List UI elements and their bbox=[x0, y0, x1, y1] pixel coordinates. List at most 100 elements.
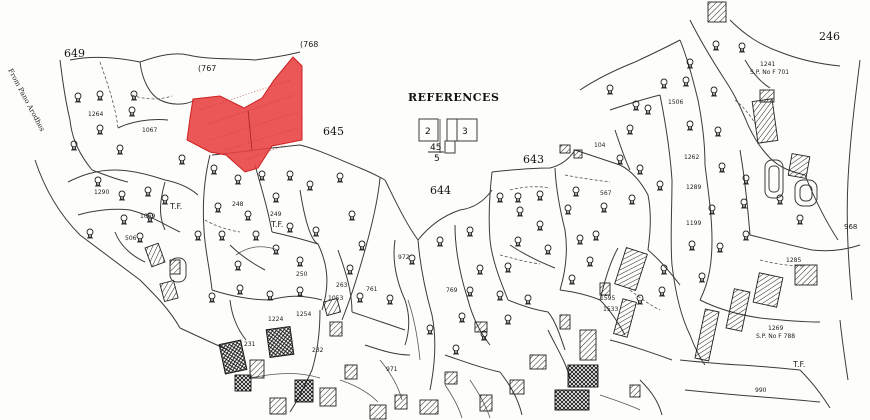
building bbox=[567, 364, 599, 388]
building bbox=[794, 264, 818, 286]
tree-symbol-icon bbox=[70, 140, 78, 151]
building bbox=[144, 242, 166, 268]
references-title: REFERENCES bbox=[408, 91, 499, 104]
references-cell-left: 2 bbox=[425, 127, 431, 137]
tree-symbol-icon bbox=[306, 180, 314, 191]
highlighted-parcel-texture bbox=[199, 79, 299, 161]
parcel-number: 968 bbox=[844, 223, 857, 231]
map-labels: From Pano Arodhes 649 (767 (768 645 644 … bbox=[6, 30, 857, 394]
tree-symbol-icon bbox=[74, 92, 82, 103]
parcel-number: 643 bbox=[523, 153, 544, 166]
tree-symbol-icon bbox=[466, 226, 474, 237]
building bbox=[554, 389, 590, 411]
tree-symbol-icon bbox=[386, 294, 394, 305]
tree-symbol-icon bbox=[564, 204, 572, 215]
tree-symbol-icon bbox=[606, 84, 614, 95]
parcel-number: S.P. No F 701 bbox=[750, 69, 789, 76]
tree-symbol-icon bbox=[738, 42, 746, 53]
tree-symbol-icon bbox=[660, 78, 668, 89]
building bbox=[752, 272, 784, 308]
tree-symbol-icon bbox=[356, 292, 364, 303]
parcel-number: 645 bbox=[323, 125, 344, 138]
tree-symbol-icon bbox=[266, 290, 274, 301]
parcel-number: 1264 bbox=[88, 111, 103, 118]
building bbox=[579, 329, 597, 361]
building bbox=[629, 384, 641, 398]
building bbox=[613, 298, 637, 338]
tree-symbol-icon bbox=[544, 244, 552, 255]
building bbox=[529, 354, 547, 370]
building bbox=[479, 394, 493, 412]
tree-symbol-icon bbox=[348, 210, 356, 221]
tree-symbol-icon bbox=[476, 264, 484, 275]
tree-symbol-icon bbox=[536, 220, 544, 231]
tree-symbol-icon bbox=[234, 174, 242, 185]
tree-symbol-icon bbox=[516, 206, 524, 217]
tree-symbol-icon bbox=[258, 170, 266, 181]
tree-symbol-icon bbox=[536, 190, 544, 201]
parcel-number: 1069 bbox=[140, 213, 155, 220]
building bbox=[419, 399, 439, 415]
tree-symbol-icon bbox=[632, 100, 640, 111]
tree-symbol-icon bbox=[336, 172, 344, 183]
tree-symbol-icon bbox=[208, 292, 216, 303]
references-legend: REFERENCES 2 3 45 5 bbox=[408, 91, 499, 164]
tree-symbol-icon bbox=[514, 236, 522, 247]
tree-symbol-icon bbox=[504, 314, 512, 325]
tree-symbol-icon bbox=[466, 286, 474, 297]
tree-symbol-icon bbox=[116, 144, 124, 155]
building bbox=[573, 149, 583, 159]
parcel-number: 649 bbox=[64, 47, 85, 60]
building bbox=[725, 288, 751, 332]
tree-symbol-icon bbox=[658, 286, 666, 297]
building bbox=[759, 89, 775, 103]
buildings bbox=[144, 1, 818, 420]
tree-symbol-icon bbox=[286, 170, 294, 181]
tree-symbol-icon bbox=[458, 312, 466, 323]
tree-symbol-icon bbox=[286, 222, 294, 233]
tree-symbol-icon bbox=[524, 294, 532, 305]
parcel-number: 761 bbox=[366, 286, 378, 293]
tree-symbol-icon bbox=[96, 124, 104, 135]
parcel-number: 249 bbox=[270, 211, 282, 218]
parcel-number: 246 bbox=[819, 30, 840, 43]
tree-symbol-icon bbox=[346, 264, 354, 275]
parcel-number: 1254 bbox=[296, 311, 311, 318]
building bbox=[614, 246, 648, 292]
building bbox=[509, 379, 525, 395]
parcel-number: 506 bbox=[125, 235, 137, 242]
tf-label: T.F. bbox=[270, 220, 283, 229]
tree-symbol-icon bbox=[214, 202, 222, 213]
tree-symbol-icon bbox=[312, 226, 320, 237]
parcel-number: 250 bbox=[296, 271, 308, 278]
parcel-number: 248 bbox=[232, 201, 244, 208]
parcel-number: 1506 bbox=[668, 99, 683, 106]
tf-label: T.F. bbox=[169, 202, 182, 211]
tree-symbol-icon bbox=[616, 154, 624, 165]
tree-symbol-icon bbox=[514, 192, 522, 203]
tree-symbol-icon bbox=[714, 126, 722, 137]
parcel-number: 1269 bbox=[768, 325, 783, 332]
tree-symbol-icon bbox=[716, 242, 724, 253]
tree-symbol-icon bbox=[144, 186, 152, 197]
references-cell-bottom-top: 45 bbox=[430, 143, 441, 153]
tree-symbol-icon bbox=[408, 254, 416, 265]
building bbox=[344, 364, 358, 380]
tree-symbols bbox=[70, 40, 804, 355]
tree-symbol-icon bbox=[742, 174, 750, 185]
tree-symbol-icon bbox=[698, 272, 706, 283]
building bbox=[322, 297, 342, 317]
tree-symbol-icon bbox=[496, 290, 504, 301]
parcel-number: 1289 bbox=[686, 184, 701, 191]
tree-symbol-icon bbox=[568, 274, 576, 285]
tree-symbol-icon bbox=[636, 294, 644, 305]
enclosures bbox=[169, 159, 818, 283]
parcel-number: 1262 bbox=[684, 154, 699, 161]
building bbox=[329, 321, 343, 337]
tree-symbol-icon bbox=[218, 230, 226, 241]
tree-symbol-icon bbox=[686, 120, 694, 131]
parcel-number: 644 bbox=[430, 184, 451, 197]
building bbox=[707, 1, 727, 23]
parcel-number: 1067 bbox=[142, 127, 157, 134]
highlighted-parcel[interactable] bbox=[186, 56, 303, 173]
